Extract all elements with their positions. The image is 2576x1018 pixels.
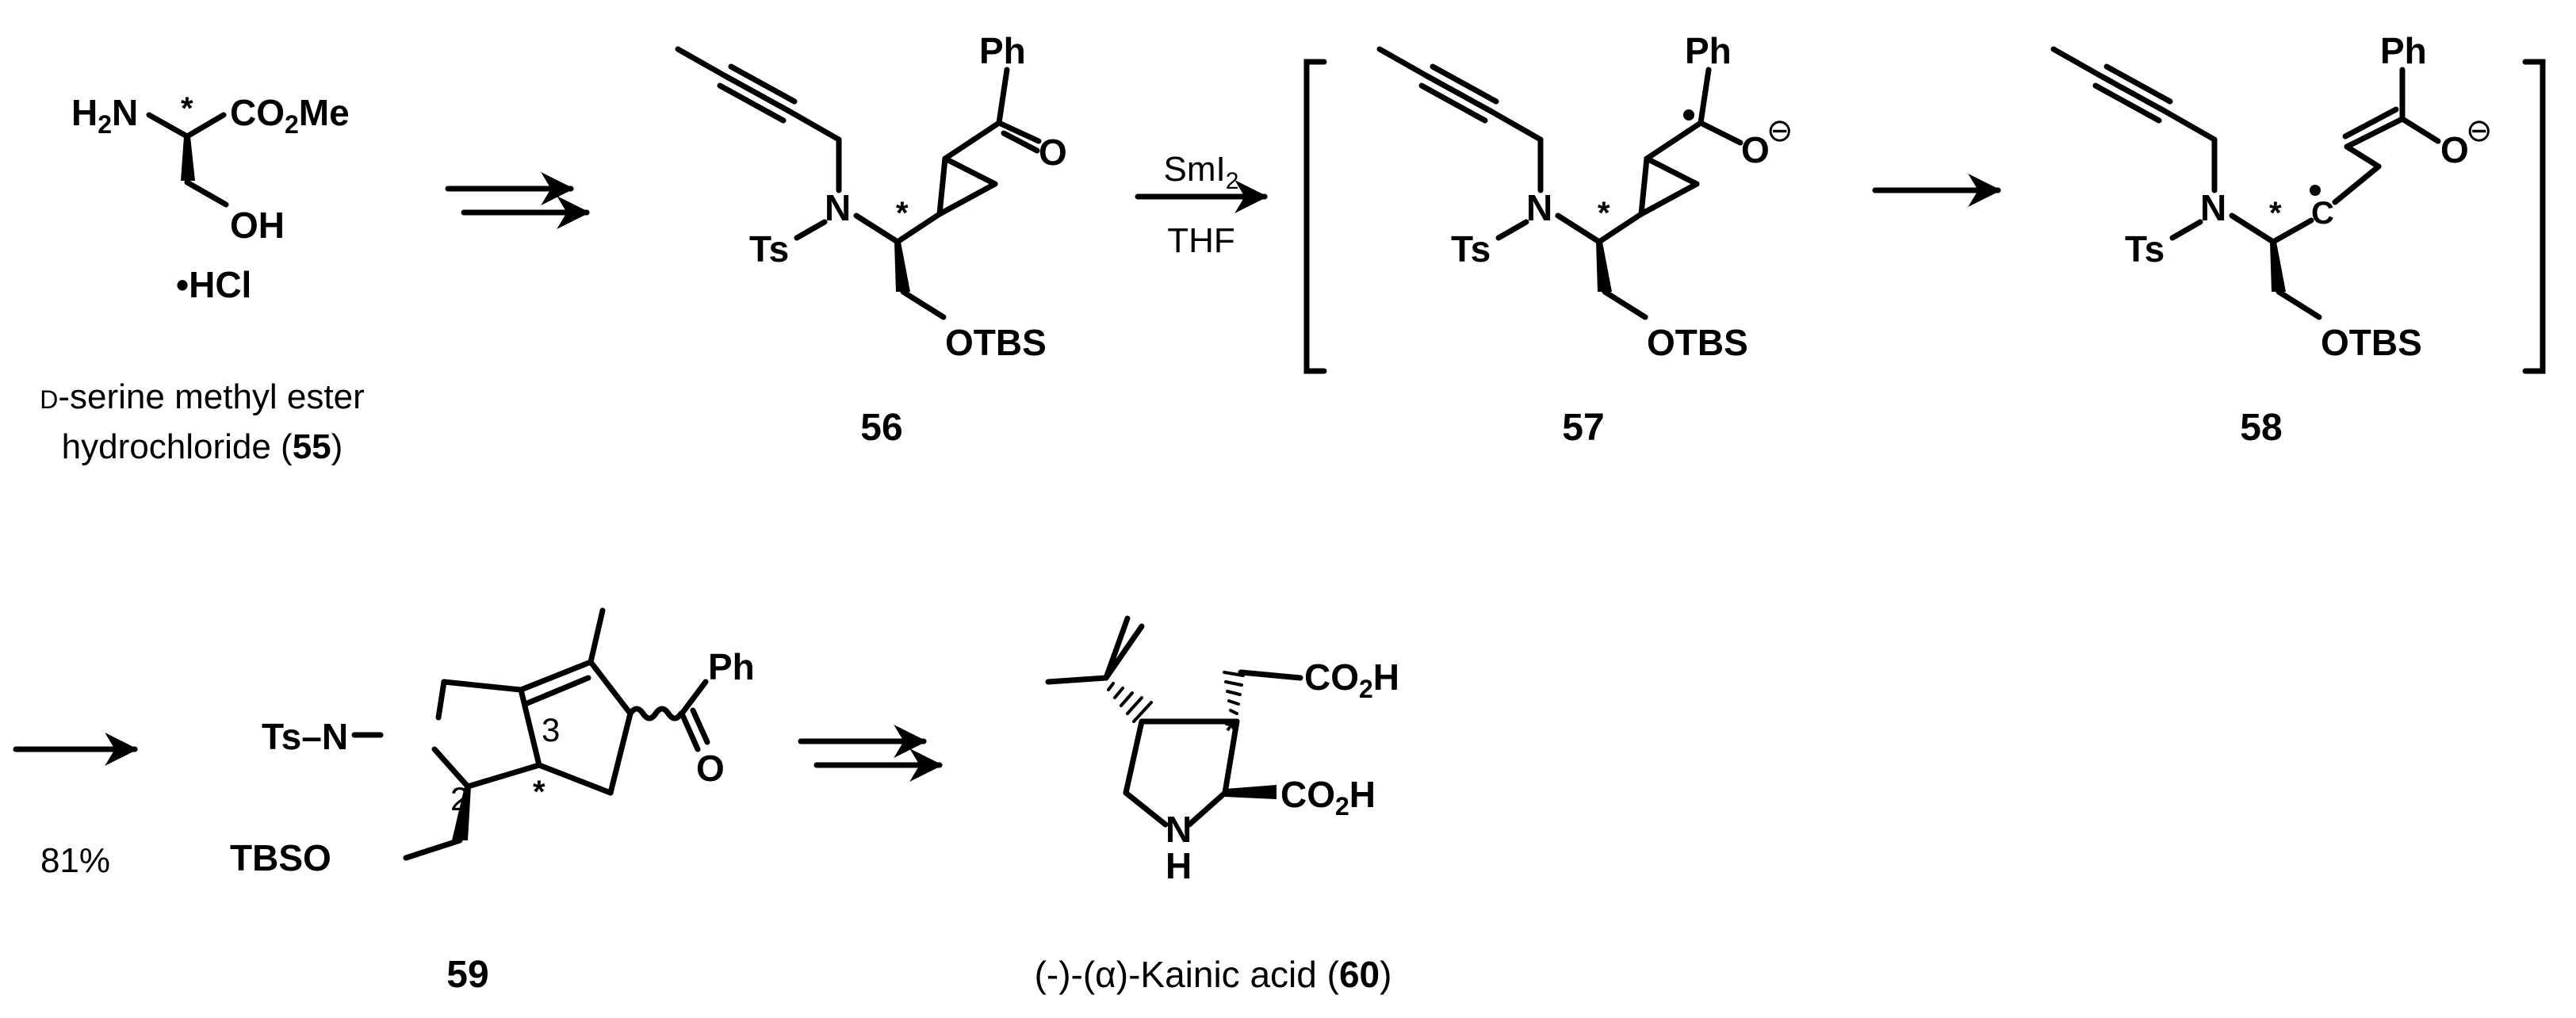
compound-59: Ts–N 2 3 * Ph O TBSO 59 bbox=[230, 646, 755, 996]
c57-phenyl: Ph bbox=[1685, 30, 1732, 71]
c58-stereo-marker: * bbox=[2269, 196, 2282, 231]
multistep-arrow-59-60 bbox=[798, 725, 944, 782]
c57-tosyl: Ts bbox=[1451, 228, 1491, 270]
c59-silyl-ether: TBSO bbox=[230, 837, 331, 878]
c56-carbonyl-o: O bbox=[1039, 132, 1067, 173]
c58-nitrogen: N bbox=[2200, 187, 2226, 228]
c57-charge: ⊖ bbox=[1766, 113, 1793, 148]
c59-number: 59 bbox=[446, 954, 488, 996]
c55-amine: H2N bbox=[71, 92, 138, 139]
compound-56: Ph O N * Ts OTBS 56 bbox=[749, 30, 1067, 449]
compound-60-bonds bbox=[1045, 615, 1303, 828]
c58-carbon: C bbox=[2311, 196, 2334, 231]
c57-nitrogen: N bbox=[1526, 187, 1552, 228]
bracket-intermediates bbox=[1303, 59, 2546, 374]
c57-number: 57 bbox=[1562, 407, 1604, 449]
c57-stereo-marker: * bbox=[1598, 196, 1610, 231]
compound-58: Ph O ⊖ C N * Ts OTBS 58 bbox=[2125, 30, 2493, 449]
c57-silyl-ether: OTBS bbox=[1647, 322, 1748, 363]
c59-stereo-marker: * bbox=[533, 775, 545, 809]
compound-58-bonds bbox=[2050, 46, 2441, 320]
c56-stereo-marker: * bbox=[896, 196, 909, 231]
c60-name: (-)-(α)-Kainic acid (60) bbox=[1035, 954, 1392, 995]
c58-oxygen: O bbox=[2440, 129, 2469, 170]
compound-56-bonds bbox=[675, 46, 1042, 320]
c59-locant-3: 3 bbox=[542, 711, 560, 748]
c58-number: 58 bbox=[2240, 407, 2282, 449]
compound-59-bonds bbox=[351, 607, 710, 861]
c58-phenyl: Ph bbox=[2380, 30, 2427, 71]
c55-ester: CO2Me bbox=[230, 92, 350, 139]
compound-60: CO2H * CO2H N H (-)-(α)-Kainic acid (60) bbox=[1035, 656, 1399, 995]
c59-carbonyl-o: O bbox=[696, 748, 725, 789]
c56-silyl-ether: OTBS bbox=[945, 322, 1047, 363]
compound-55-bonds bbox=[146, 112, 229, 208]
reagents-56-57: SmI2 THF bbox=[1164, 150, 1239, 260]
multistep-arrow-55-56 bbox=[445, 172, 591, 229]
c56-tosyl: Ts bbox=[749, 228, 789, 270]
c58-silyl-ether: OTBS bbox=[2321, 322, 2422, 363]
c58-charge: ⊖ bbox=[2466, 113, 2493, 148]
c60-hydrogen: H bbox=[1166, 845, 1192, 886]
compound-57-bonds bbox=[1376, 46, 1743, 320]
c55-salt: •HCl bbox=[176, 264, 251, 305]
c58-radical-dot bbox=[2310, 185, 2321, 196]
c55-stereo-marker: * bbox=[181, 91, 193, 126]
c56-number: 56 bbox=[860, 407, 902, 449]
c55-name-line2: hydrochloride (55) bbox=[62, 427, 343, 466]
compound-57: Ph O ⊖ N * Ts OTBS 57 bbox=[1451, 30, 1793, 449]
c55-name-line1: D-serine methyl ester bbox=[40, 377, 364, 416]
reagent-smi2: SmI2 bbox=[1164, 150, 1239, 194]
c59-locant-2: 2 bbox=[450, 780, 469, 817]
c57-oxygen: O bbox=[1741, 129, 1770, 170]
c59-tosyl-n: Ts–N bbox=[262, 716, 348, 757]
c60-stereo-marker: * bbox=[1225, 714, 1238, 748]
c58-tosyl: Ts bbox=[2125, 228, 2165, 270]
c55-hydroxyl: OH bbox=[230, 205, 285, 246]
c56-phenyl: Ph bbox=[979, 30, 1026, 71]
compound-55: H2N * CO2Me OH •HCl D-serine methyl este… bbox=[40, 91, 364, 466]
reagent-thf: THF bbox=[1167, 221, 1235, 260]
c60-acid-ring: CO2H bbox=[1280, 774, 1376, 821]
c56-nitrogen: N bbox=[825, 187, 851, 228]
yield-59: 81% bbox=[40, 841, 110, 880]
c60-nitrogen: N bbox=[1166, 809, 1192, 850]
c59-phenyl: Ph bbox=[708, 646, 755, 687]
c60-acid-top: CO2H bbox=[1304, 656, 1399, 703]
c57-radical-dot bbox=[1683, 109, 1694, 121]
